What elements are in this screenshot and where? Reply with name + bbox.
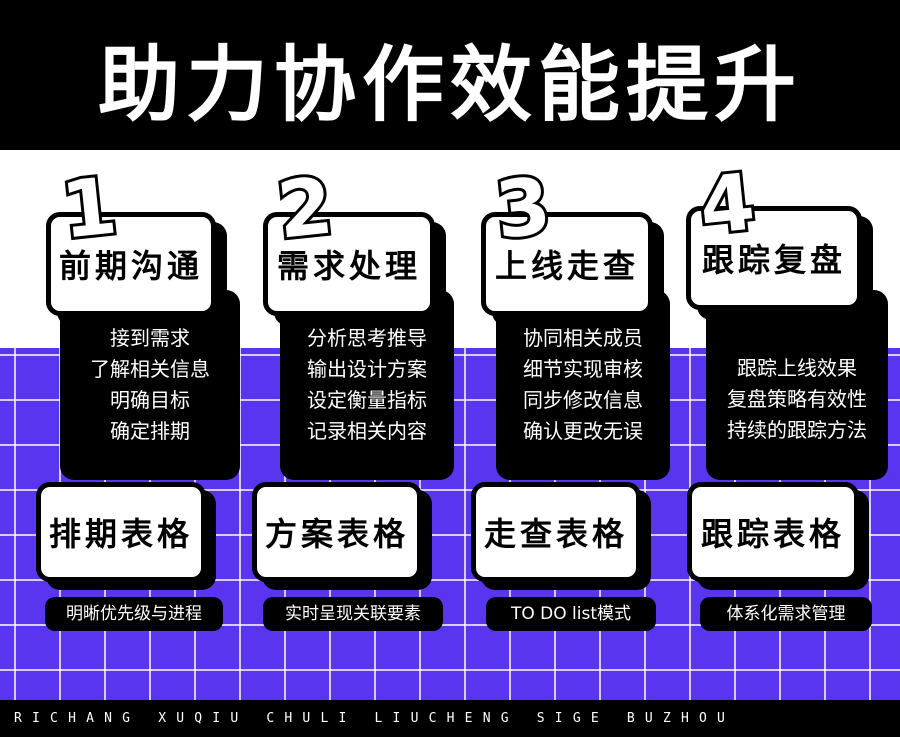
footer-caption: RICHANG XUQIU CHULI LIUCHENG SIGE BUZHOU [0, 700, 900, 737]
step-3-table-card: 走查表格 [471, 482, 641, 582]
step-1-table-label: 排期表格 [48, 515, 193, 553]
step-2-table-label: 方案表格 [264, 515, 409, 553]
step-2-table-desc: 实时呈现关联要素 [263, 597, 443, 631]
step-4-detail: 持续的跟踪方法 [727, 417, 867, 442]
step-3-table-label: 走查表格 [483, 515, 628, 553]
step-3-table-desc: TO DO list模式 [486, 597, 656, 631]
step-1-table-desc: 明晰优先级与进程 [45, 597, 223, 631]
step-4-details: 跟踪上线效果 复盘策略有效性 持续的跟踪方法 [706, 290, 888, 480]
step-4-detail: 跟踪上线效果 [737, 355, 857, 380]
step-3-number: 3 [488, 158, 557, 259]
step-2-heading: 需求处理 [276, 247, 421, 285]
step-3-heading: 上线走查 [494, 247, 639, 285]
step-3-detail: 确认更改无误 [523, 419, 643, 443]
page-title: 助力协作效能提升 [97, 38, 802, 133]
step-3-detail: 协同相关成员 [523, 326, 643, 350]
step-1-detail: 了解相关信息 [90, 357, 210, 381]
step-4-number: 4 [692, 154, 761, 255]
step-2-table-card: 方案表格 [252, 482, 422, 582]
step-2-detail: 设定衡量指标 [307, 388, 427, 412]
step-1-number: 1 [54, 158, 123, 259]
step-4-table-label: 跟踪表格 [700, 515, 845, 553]
step-1-detail: 确定排期 [110, 419, 190, 443]
step-2-detail: 分析思考推导 [307, 326, 427, 350]
step-4-table-card: 跟踪表格 [687, 482, 859, 582]
step-2-detail: 记录相关内容 [307, 419, 427, 443]
step-1-heading-card: 前期沟通 [46, 212, 216, 316]
step-1-detail: 明确目标 [110, 388, 190, 412]
step-1-detail: 接到需求 [110, 326, 190, 350]
step-4-table-desc: 体系化需求管理 [700, 597, 872, 631]
step-1-table-card: 排期表格 [36, 482, 206, 582]
step-3-heading-card: 上线走查 [481, 212, 653, 316]
step-2-heading-card: 需求处理 [263, 212, 435, 316]
step-2-number: 2 [270, 158, 339, 259]
step-4-heading-card: 跟踪复盘 [686, 206, 862, 310]
step-1-heading: 前期沟通 [58, 247, 203, 285]
step-3-detail: 细节实现审核 [523, 357, 643, 381]
header-wave [0, 110, 900, 150]
step-3-detail: 同步修改信息 [523, 388, 643, 412]
step-2-detail: 输出设计方案 [307, 357, 427, 381]
step-4-heading: 跟踪复盘 [701, 241, 846, 279]
step-4-detail: 复盘策略有效性 [727, 386, 867, 411]
